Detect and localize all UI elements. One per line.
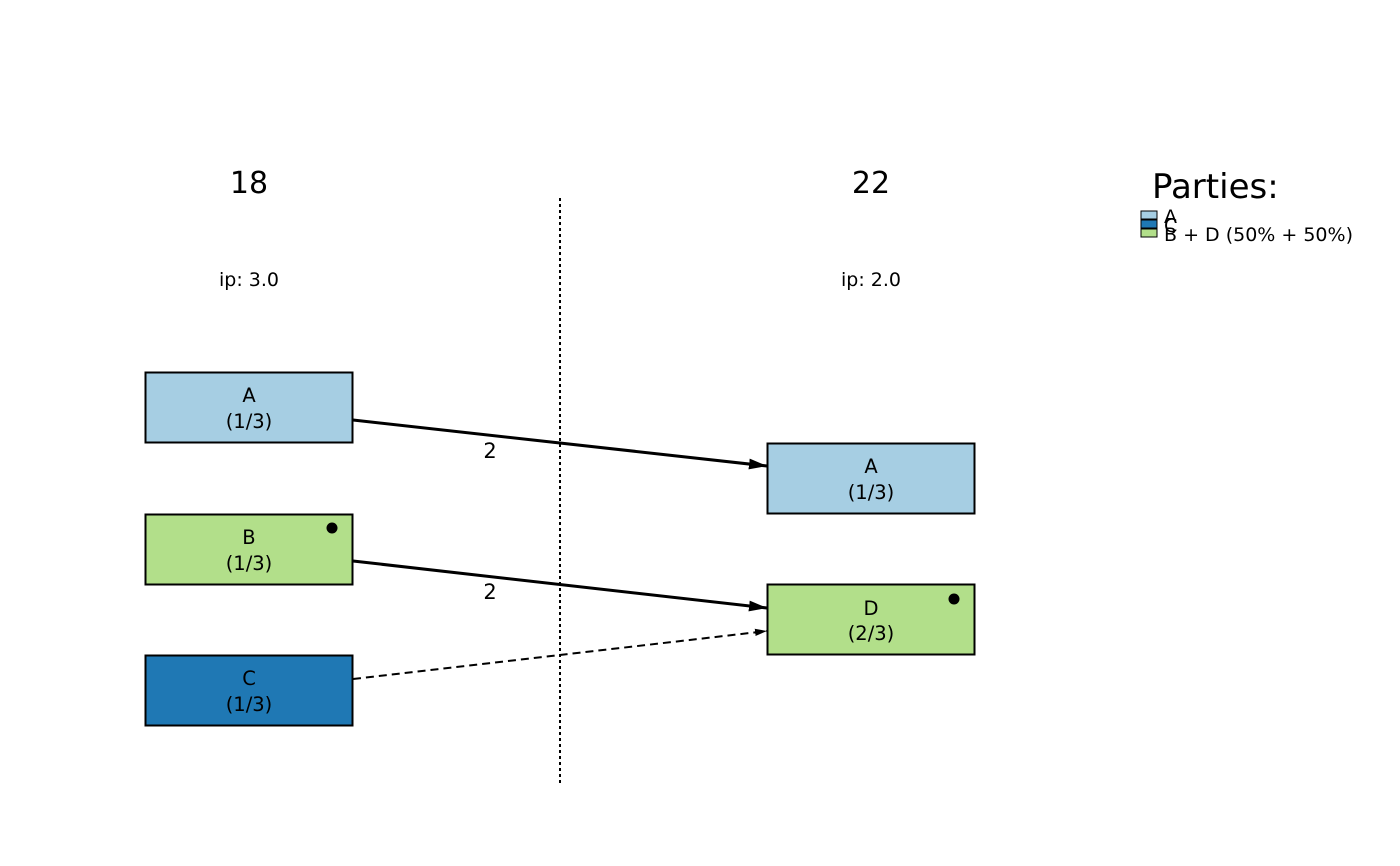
ip-label-right: ip: 2.0 (841, 269, 901, 291)
edge-b-to-d (352, 559, 768, 612)
node-share: (2/3) (848, 622, 895, 645)
node-share: (1/3) (226, 552, 273, 575)
legend-swatch-a (1140, 210, 1158, 220)
legend-label-bd: B + D (50% + 50%) (1164, 224, 1353, 246)
node-box (144, 513, 354, 586)
node-box (144, 654, 354, 727)
node-name: A (864, 455, 878, 478)
node-left-b: B (1/3) (144, 513, 354, 586)
node-box (766, 442, 976, 515)
node-name: A (242, 384, 256, 407)
node-left-c: C (1/3) (144, 654, 354, 727)
node-box (144, 371, 354, 444)
node-name: B (242, 526, 255, 549)
marker-dot (326, 522, 338, 534)
edge-a-to-a (352, 418, 768, 470)
node-right-d: D (2/3) (766, 583, 976, 656)
column-label-right: 22 (852, 166, 890, 201)
legend-swatch-bd (1140, 228, 1158, 238)
edge-label-a-to-a: 2 (483, 439, 496, 463)
node-name: C (242, 667, 256, 690)
legend: Parties: A C B + D (50% + 50%) (1140, 167, 1353, 246)
legend-title: Parties: (1152, 167, 1279, 207)
legend-label-a: A (1164, 206, 1177, 228)
ip-label-left: ip: 3.0 (219, 269, 279, 291)
legend-label-c: C (1164, 215, 1177, 237)
legend-swatch-c (1140, 219, 1158, 229)
node-share: (1/3) (226, 693, 273, 716)
column-label-left: 18 (230, 166, 268, 201)
node-share: (1/3) (848, 481, 895, 504)
edge-c-to-d (352, 628, 768, 680)
node-right-a: A (1/3) (766, 442, 976, 515)
node-left-a: A (1/3) (144, 371, 354, 444)
node-box (766, 583, 976, 656)
edge-label-b-to-d: 2 (483, 580, 496, 604)
node-name: D (863, 597, 878, 620)
node-share: (1/3) (226, 410, 273, 433)
marker-dot (948, 593, 960, 605)
